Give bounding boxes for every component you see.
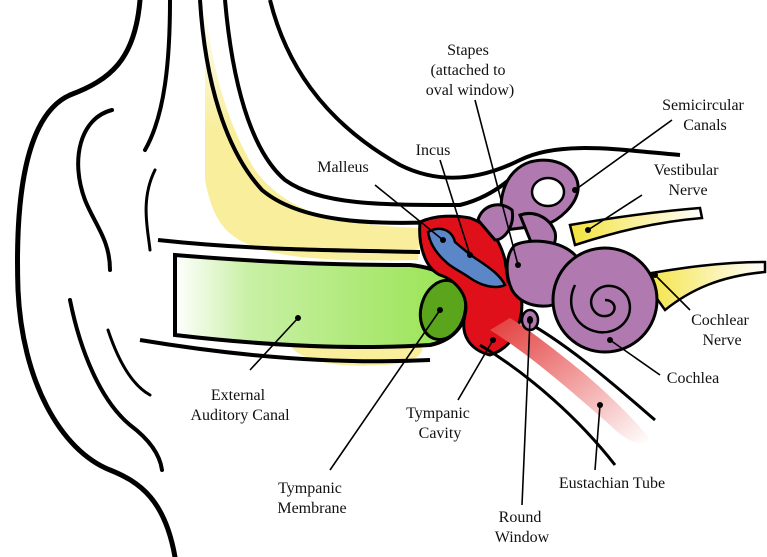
label-cochlea: Cochlea [667,370,719,387]
label-external-auditory-canal: External Auditory Canal [190,387,290,424]
label-cochlear-nerve: Cochlear Nerve [691,312,753,349]
label-incus: Incus [416,142,451,159]
eustachian-outline-a [479,343,617,466]
label-stapes: Stapes (attached to oval window) [426,42,514,99]
bone-outline-upper [198,0,441,225]
label-malleus: Malleus [317,159,369,176]
label-tympanic-cavity: Tympanic Cavity [406,405,474,442]
canal-wall-line [157,238,421,254]
label-round-window: Round Window [495,509,550,546]
ossicles [426,227,507,289]
label-vestibular-nerve: Vestibular Nerve [654,162,723,199]
cochlea-shape [551,246,659,354]
eustachian-tube-shape [490,318,650,444]
canal-wall-line-lower [139,338,431,364]
eustachian-outline-b [519,316,656,422]
labels: Stapes (attached to oval window) Semicir… [190,42,753,546]
vestibular-nerve-shape [568,206,704,247]
leader-lines [249,99,691,506]
temporal-bone-upper [205,0,420,261]
cochlear-nerve-shape [637,260,767,312]
semicircular-canals [476,158,580,255]
bone-outline-inner [223,0,522,208]
skull-line [268,0,681,180]
label-semicircular-canals: Semicircular Canals [662,97,748,134]
label-tympanic-membrane: Tympanic Membrane [277,480,346,517]
auricle [15,0,178,557]
label-eustachian-tube: Eustachian Tube [559,475,665,492]
